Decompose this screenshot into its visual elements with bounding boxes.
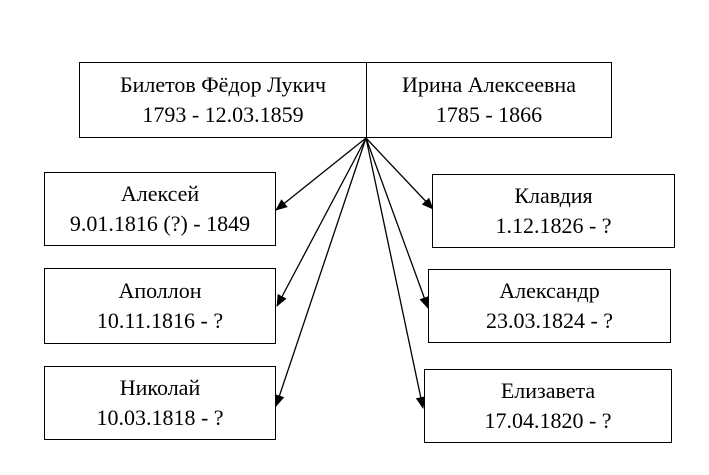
arrow-to-aleksandr [365,137,429,309]
child-name: Клавдия [514,183,593,208]
arrow-to-nikolai [274,137,367,407]
child-dates: 23.03.1824 - ? [485,308,614,333]
child-dates: 1.12.1826 - ? [495,213,612,238]
child-name: Аполлон [118,278,202,303]
child-name: Николай [119,375,201,400]
child-name: Алексей [120,181,200,206]
arrow-to-klavdia [365,137,434,210]
mother-dates: 1785 - 1866 [435,102,543,127]
child-name: Александр [499,278,600,303]
mother-box: Ирина Алексеевна 1785 - 1866 [366,62,612,138]
child-dates: 9.01.1816 (?) - 1849 [69,211,251,236]
child-name: Елизавета [500,378,596,403]
father-box: Билетов Фёдор Лукич 1793 - 12.03.1859 [79,62,367,138]
child-dates: 17.04.1820 - ? [484,408,612,433]
arrow-to-aleksei [275,137,367,211]
father-dates: 1793 - 12.03.1859 [142,102,304,127]
child-box-elizaveta: Елизавета 17.04.1820 - ? [424,369,672,443]
father-name: Билетов Фёдор Лукич [119,72,327,97]
child-box-nikolai: Николай 10.03.1818 - ? [44,366,276,440]
child-box-klavdia: Клавдия 1.12.1826 - ? [432,174,675,248]
child-dates: 10.03.1818 - ? [96,405,224,430]
arrow-to-elizaveta [365,137,426,409]
arrow-to-apollon [276,137,367,307]
child-box-aleksandr: Александр 23.03.1824 - ? [428,269,671,343]
child-box-apollon: Аполлон 10.11.1816 - ? [44,268,276,344]
mother-name: Ирина Алексеевна [402,72,576,97]
child-box-aleksei: Алексей 9.01.1816 (?) - 1849 [44,172,276,246]
child-dates: 10.11.1816 - ? [96,308,224,333]
